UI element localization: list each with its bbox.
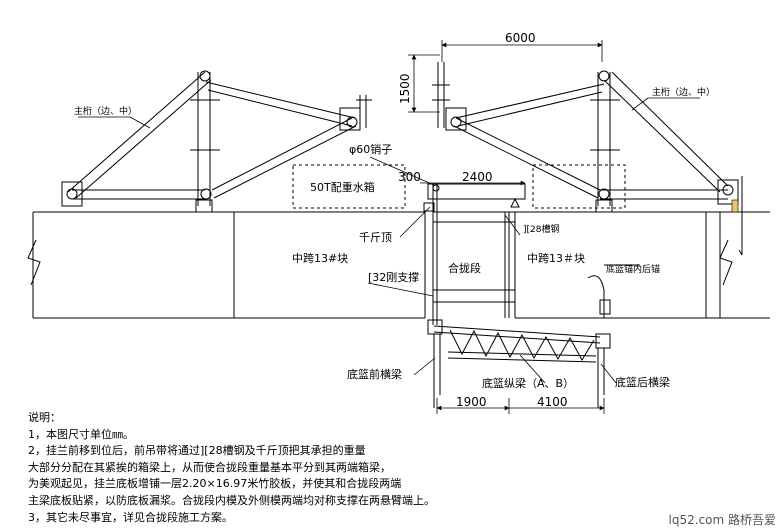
notes-line: 主梁底板贴紧，以防底板漏浆。合拢段内模及外侧模两端均对称支撑在两悬臂端上。 (28, 493, 435, 507)
closure-hardware (423, 183, 526, 325)
bottom-anchor (587, 264, 640, 318)
dim-6000: 6000 (505, 31, 536, 45)
watermark: lq52.com 路桥吾爱 (668, 513, 776, 527)
notes-line: 1，本图尺寸单位㎜。 (28, 427, 134, 441)
notes-line: 2，挂兰前移到位后，前吊带将通过][28槽钢及千斤顶把其承担的重量 (28, 444, 366, 458)
dim-4100: 4100 (537, 395, 568, 409)
dimension-lines (408, 40, 605, 414)
label-rear-beam: 底篮后横梁 (615, 375, 670, 389)
water-tanks (292, 164, 626, 209)
notes-line: 大部分分配在其紧挨的箱梁上，从而使合拢段重量基本平分到其两端箱梁， (28, 460, 391, 474)
notes-title: 说明： (28, 411, 61, 424)
label-pin: φ60销子 (349, 142, 392, 156)
dim-2400: 2400 (462, 170, 493, 184)
label-main-truss-right: 主桁（边、中） (652, 86, 715, 98)
right-truss (432, 62, 743, 256)
leader-lines (78, 97, 700, 384)
bottom-basket (427, 319, 611, 408)
notes-block: 说明： 1，本图尺寸单位㎜。 2，挂兰前移到位后，前吊带将通过][28槽钢及千斤… (28, 410, 498, 526)
label-front-beam: 底篮前横梁 (347, 367, 402, 381)
label-mid-span-left: 中跨13#块 (292, 252, 348, 265)
label-mid-span-right: 中跨13＃块 (527, 252, 585, 265)
label-main-truss-left: 主桁（边、中） (74, 105, 137, 117)
label-closure: 合拢段 (448, 261, 481, 275)
label-channel-28: ][28槽钢 (523, 223, 559, 235)
label-water-tank: 50T配重水箱 (310, 180, 375, 194)
dim-1500: 1500 (398, 73, 412, 104)
box-girders (27, 211, 770, 319)
dim-1900: 1900 (456, 395, 487, 409)
notes-line: 为美观起见，挂兰底板增铺一层2.20×16.97米竹胶板，并使其和合拢段两端 (28, 477, 402, 491)
left-truss (61, 70, 372, 213)
dim-300: 300 (398, 170, 421, 184)
label-bottom-anchor: 底篮锚内后锚 (606, 263, 660, 275)
label-long-beam: 底篮纵梁（A、B） (482, 376, 574, 390)
label-brace-32: [32刚支撑 (368, 270, 419, 284)
notes-line: 3，其它未尽事宜，详见合拢段施工方案。 (28, 510, 233, 524)
label-jack: 千斤顶 (359, 231, 392, 244)
anchor-accent (731, 199, 739, 213)
